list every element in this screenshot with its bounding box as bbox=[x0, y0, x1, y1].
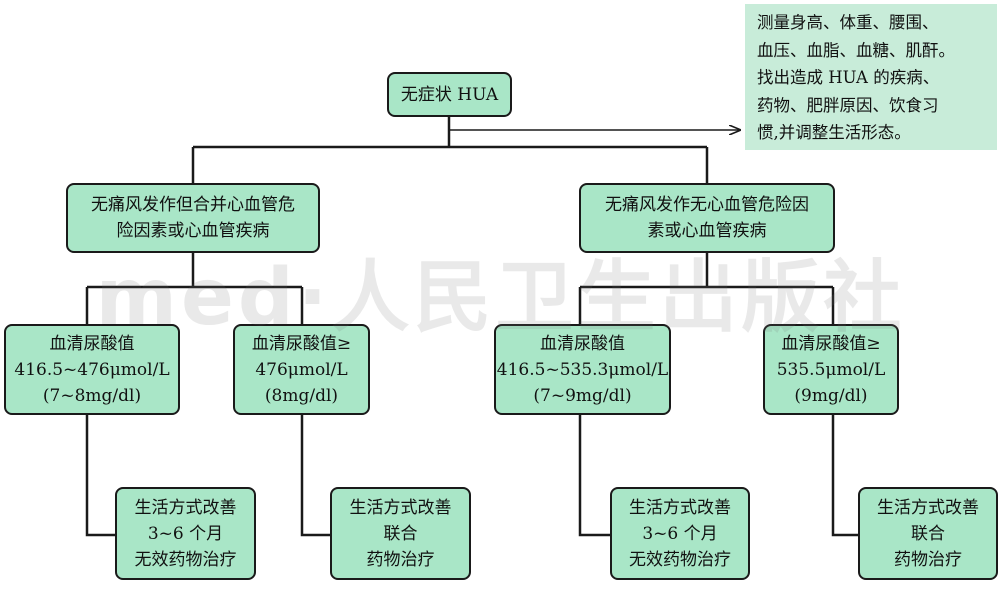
branch-right-node: 无痛风发作无心血管危险因 素或心血管疾病 bbox=[579, 183, 835, 253]
treatment-line: 药物治疗 bbox=[366, 549, 435, 570]
treatment-line: 药物治疗 bbox=[894, 549, 962, 570]
treatment-line: 3~6 个月 bbox=[147, 523, 224, 544]
treatment-node-1: 生活方式改善 3~6 个月 无效药物治疗 bbox=[115, 487, 256, 580]
treatment-line: 生活方式改善 bbox=[877, 497, 979, 518]
treatment-node-4: 生活方式改善 联合 药物治疗 bbox=[858, 487, 998, 580]
treatment-line: 生活方式改善 bbox=[629, 497, 731, 518]
criteria-line: 血清尿酸值 bbox=[49, 333, 135, 354]
note-line: 血压、血脂、血糖、肌酐。 bbox=[757, 40, 955, 60]
note-line: 惯,并调整生活形态。 bbox=[757, 123, 911, 142]
branch-right-line: 无痛风发作无心血管危险因 bbox=[605, 195, 809, 215]
note-line: 测量身高、体重、腰围、 bbox=[757, 13, 939, 32]
connector-treatment-3 bbox=[578, 415, 610, 537]
criteria-node-1: 血清尿酸值 416.5~476μmol/L (7~8mg/dl) bbox=[4, 324, 180, 415]
criteria-line: 416.5~535.3μmol/L bbox=[496, 359, 669, 380]
connector-treatment-2 bbox=[300, 415, 330, 537]
treatment-line: 无效药物治疗 bbox=[134, 549, 237, 570]
criteria-line: 476μmol/L bbox=[255, 359, 348, 380]
criteria-line: (9mg/dl) bbox=[794, 385, 868, 406]
criteria-line: 血清尿酸值≥ bbox=[781, 333, 881, 354]
connector-treatment-4 bbox=[831, 415, 858, 537]
treatment-node-3: 生活方式改善 3~6 个月 无效药物治疗 bbox=[610, 487, 750, 580]
branch-left-line: 险因素或心血管疾病 bbox=[116, 221, 270, 241]
criteria-line: (7~8mg/dl) bbox=[42, 385, 142, 406]
root-label: 无症状 HUA bbox=[400, 84, 499, 105]
treatment-line: 生活方式改善 bbox=[349, 497, 452, 518]
root-node: 无症状 HUA bbox=[387, 72, 512, 117]
treatment-line: 联合 bbox=[911, 523, 945, 544]
criteria-line: 血清尿酸值 bbox=[540, 333, 625, 354]
note-line: 药物、肥胖原因、饮食习 bbox=[757, 95, 939, 115]
criteria-line: (8mg/dl) bbox=[264, 385, 339, 406]
criteria-node-2: 血清尿酸值≥ 476μmol/L (8mg/dl) bbox=[233, 324, 370, 415]
branch-left-node: 无痛风发作但合并心血管危 险因素或心血管疾病 bbox=[66, 183, 320, 253]
treatment-line: 3~6 个月 bbox=[642, 523, 718, 544]
criteria-line: (7~9mg/dl) bbox=[533, 385, 632, 406]
criteria-node-4: 血清尿酸值≥ 535.5μmol/L (9mg/dl) bbox=[763, 324, 899, 415]
note-line: 找出造成 HUA 的疾病、 bbox=[757, 68, 940, 87]
branch-right-line: 素或心血管疾病 bbox=[647, 221, 767, 241]
treatment-line: 生活方式改善 bbox=[134, 497, 237, 518]
assessment-note: 测量身高、体重、腰围、 血压、血脂、血糖、肌酐。 找出造成 HUA 的疾病、 药… bbox=[745, 4, 997, 150]
criteria-node-3: 血清尿酸值 416.5~535.3μmol/L (7~9mg/dl) bbox=[494, 324, 671, 415]
treatment-line: 联合 bbox=[383, 523, 418, 544]
criteria-line: 血清尿酸值≥ bbox=[251, 333, 352, 354]
connector-treatment-1 bbox=[85, 415, 115, 537]
criteria-line: 416.5~476μmol/L bbox=[14, 359, 170, 380]
treatment-node-2: 生活方式改善 联合 药物治疗 bbox=[330, 487, 471, 580]
treatment-line: 无效药物治疗 bbox=[629, 549, 731, 570]
criteria-line: 535.5μmol/L bbox=[776, 359, 886, 380]
branch-left-line: 无痛风发作但合并心血管危 bbox=[91, 195, 295, 215]
